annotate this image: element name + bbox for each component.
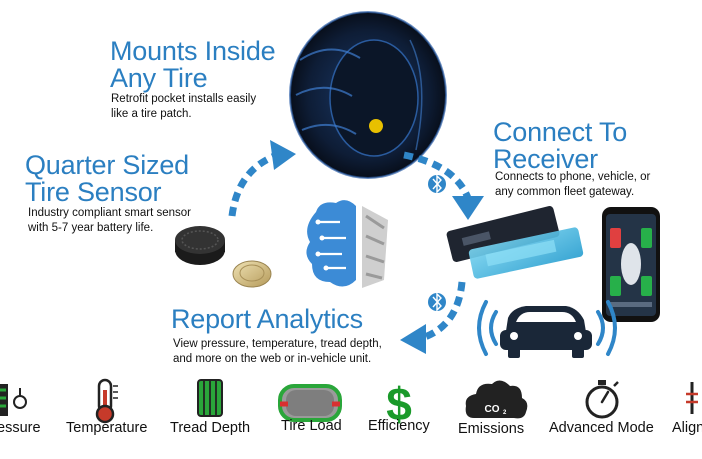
analytics-desc: View pressure, temperature, tread depth,… [173, 337, 382, 367]
arrow-to-tire [228, 140, 296, 217]
mounts-heading-line1: Mounts Inside [110, 36, 276, 66]
tire-image [289, 11, 447, 179]
mounts-desc: Retrofit pocket installs easily like a t… [111, 92, 256, 122]
sensor-desc: Industry compliant smart sensor with 5-7… [28, 206, 191, 236]
mounts-desc-line1: Retrofit pocket installs easily [111, 93, 257, 105]
mounts-desc-line2: like a tire patch. [111, 108, 192, 120]
alignment-label: Align [672, 420, 702, 436]
bluetooth-icon [428, 174, 446, 194]
stopwatch-icon [585, 380, 619, 419]
arrow-to-receiver [403, 151, 484, 220]
mounts-heading: Mounts Inside Any Tire [110, 38, 276, 92]
circuit-brain-icon [306, 200, 388, 288]
sensor-heading: Quarter Sized Tire Sensor [25, 152, 189, 206]
bluetooth-icon [428, 292, 446, 312]
co2-cloud-icon: CO 2 [465, 380, 528, 419]
analytics-heading-line1: Report Analytics [171, 304, 363, 334]
efficiency-label: Efficiency [368, 418, 430, 434]
tread-icon [197, 379, 223, 417]
receiver-heading-line1: Connect To [493, 117, 628, 147]
tire-sensor-dot [369, 119, 383, 133]
analytics-desc-line1: View pressure, temperature, tread depth, [173, 338, 382, 350]
receiver-desc-line2: any common fleet gateway. [495, 186, 635, 198]
receiver-device-image [446, 206, 584, 279]
pressure-icon [0, 384, 27, 416]
alignment-icon [686, 382, 698, 414]
svg-text:$: $ [386, 378, 412, 430]
advanced-mode-label: Advanced Mode [549, 420, 654, 436]
pressure-label: essure [0, 420, 41, 436]
thermometer-icon [95, 378, 118, 424]
sensor-puck-image [175, 226, 225, 265]
arrow-to-analytics [400, 281, 466, 354]
co2-label: CO [485, 404, 500, 415]
svg-text:2: 2 [503, 410, 507, 416]
temperature-label: Temperature [66, 420, 148, 436]
sensor-heading-line2: Tire Sensor [25, 177, 162, 207]
signal-waves-icon [477, 300, 617, 356]
sensor-desc-line1: Industry compliant smart sensor [28, 207, 191, 219]
dollar-icon: $ [386, 378, 412, 430]
tread-depth-label: Tread Depth [170, 420, 251, 436]
receiver-desc: Connects to phone, vehicle, or any commo… [495, 170, 650, 200]
coin-image [232, 260, 272, 288]
analytics-heading: Report Analytics [171, 306, 363, 333]
phone-image [602, 207, 660, 322]
car-icon [500, 306, 592, 358]
tire-load-icon [278, 384, 342, 422]
receiver-heading: Connect To Receiver [493, 119, 627, 173]
receiver-heading-line2: Receiver [493, 144, 598, 174]
receiver-desc-line1: Connects to phone, vehicle, or [495, 171, 651, 183]
sensor-heading-line1: Quarter Sized [25, 150, 189, 180]
mounts-heading-line2: Any Tire [110, 63, 208, 93]
emissions-label: Emissions [458, 421, 525, 437]
analytics-desc-line2: and more on the web or in-vehicle unit. [173, 353, 372, 365]
sensor-desc-line2: with 5-7 year battery life. [28, 222, 154, 234]
tire-load-label: Tire Load [281, 418, 342, 434]
